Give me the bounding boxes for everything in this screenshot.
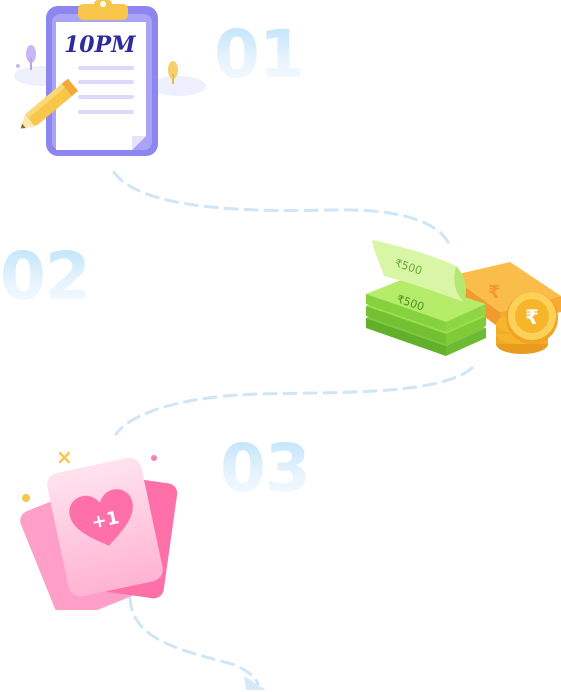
tree-right-icon [168,61,178,79]
clipboard-paper [56,22,146,150]
sparkle-dot-pink [151,455,157,461]
clipboard-time-text: 10PM [64,32,136,58]
sparkle-dot-yellow [22,494,30,502]
step-number-03: 03 [220,430,311,507]
tree-left-icon [26,45,36,63]
money-icon: ₹ ₹500 ₹500 [366,240,561,356]
path-segment-2 [114,366,474,436]
step-number-01: 01 [214,16,305,93]
clipboard-icon: 10PM [14,0,206,156]
path-segment-1 [112,170,452,248]
curled-note: ₹500 [372,240,466,302]
pencil-icon [20,78,79,129]
coin-stack-icon: ₹ [496,292,558,354]
cloud-right [150,76,206,96]
step-number-02: 02 [0,238,91,315]
green-notes-stack: ₹500 [366,278,486,356]
bundle-rupee-symbol: ₹ [488,282,501,303]
heart-card-icon: × +1 [20,445,178,610]
path-segment-3 [128,596,260,686]
heart-icon [69,489,133,546]
clipboard-clip [78,4,128,20]
front-card: +1 [47,457,163,597]
path-arrow-icon [244,676,266,690]
sparkle-cross-icon: × [56,445,73,469]
coin-rupee-symbol: ₹ [525,305,539,329]
